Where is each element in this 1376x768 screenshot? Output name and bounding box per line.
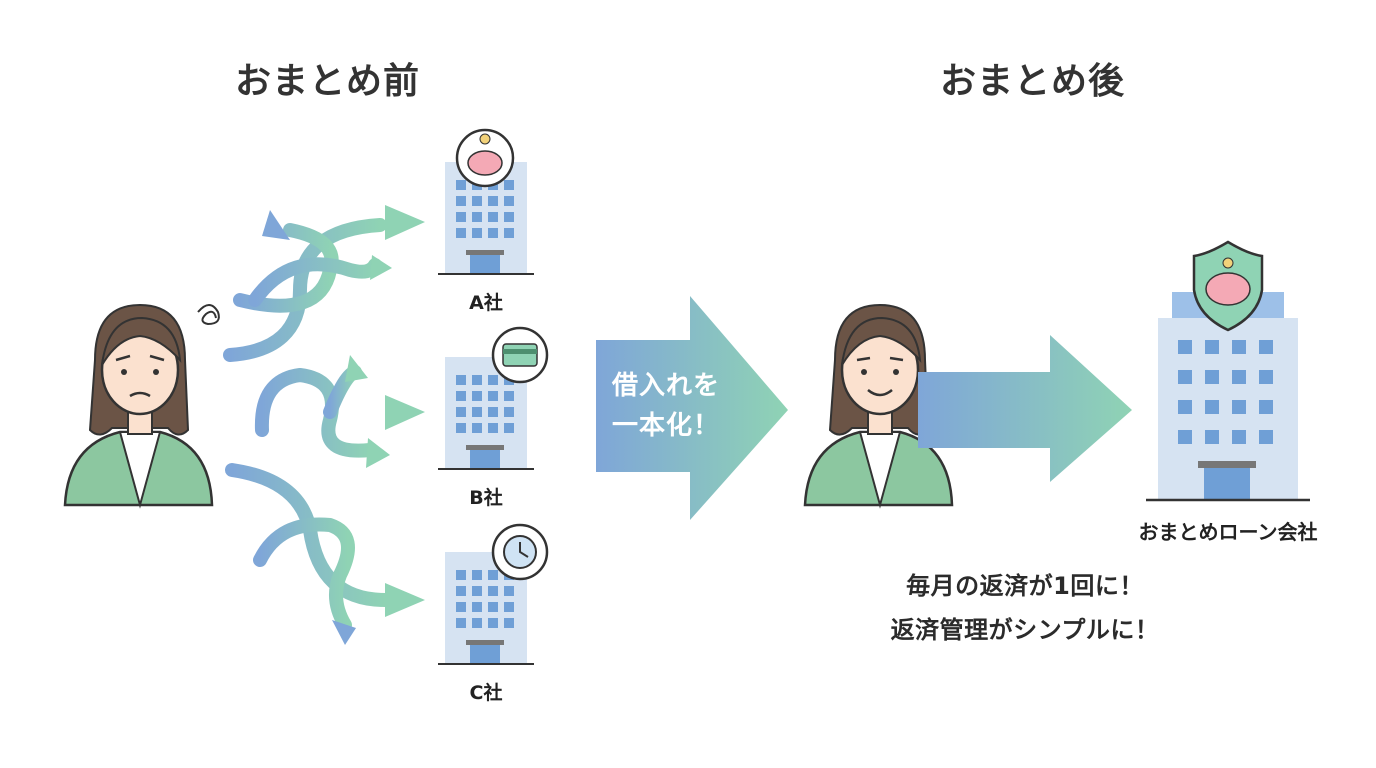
company-a-label: A社 bbox=[469, 292, 503, 314]
clock-icon bbox=[491, 523, 549, 581]
credit-card-icon bbox=[491, 326, 549, 384]
worried-woman bbox=[63, 303, 220, 509]
benefit-1: 毎月の返済が1回に！ bbox=[906, 572, 1144, 600]
consolidate-arrow bbox=[596, 296, 788, 520]
company-c-label: C社 bbox=[469, 682, 503, 704]
company-b-label: B社 bbox=[469, 487, 503, 509]
consolidate-arrow-text: 借入れを 一本化！ bbox=[596, 366, 736, 446]
benefit-2: 返済管理がシンプルに！ bbox=[890, 616, 1160, 644]
smiling-woman bbox=[803, 303, 954, 509]
consolidate-line-1: 借入れを bbox=[611, 371, 720, 401]
consolidate-line-2: 一本化！ bbox=[611, 411, 720, 441]
arrowheads bbox=[262, 205, 425, 645]
before-title: おまとめ前 bbox=[235, 61, 421, 102]
shield-piggy-bank-icon bbox=[1192, 240, 1264, 332]
single-payment-arrow bbox=[918, 335, 1132, 482]
tangled-arrows bbox=[223, 218, 392, 632]
piggy-bank-icon bbox=[455, 128, 515, 188]
after-title: おまとめ後 bbox=[940, 61, 1126, 102]
omatome-company-label: おまとめローン会社 bbox=[1138, 520, 1318, 544]
